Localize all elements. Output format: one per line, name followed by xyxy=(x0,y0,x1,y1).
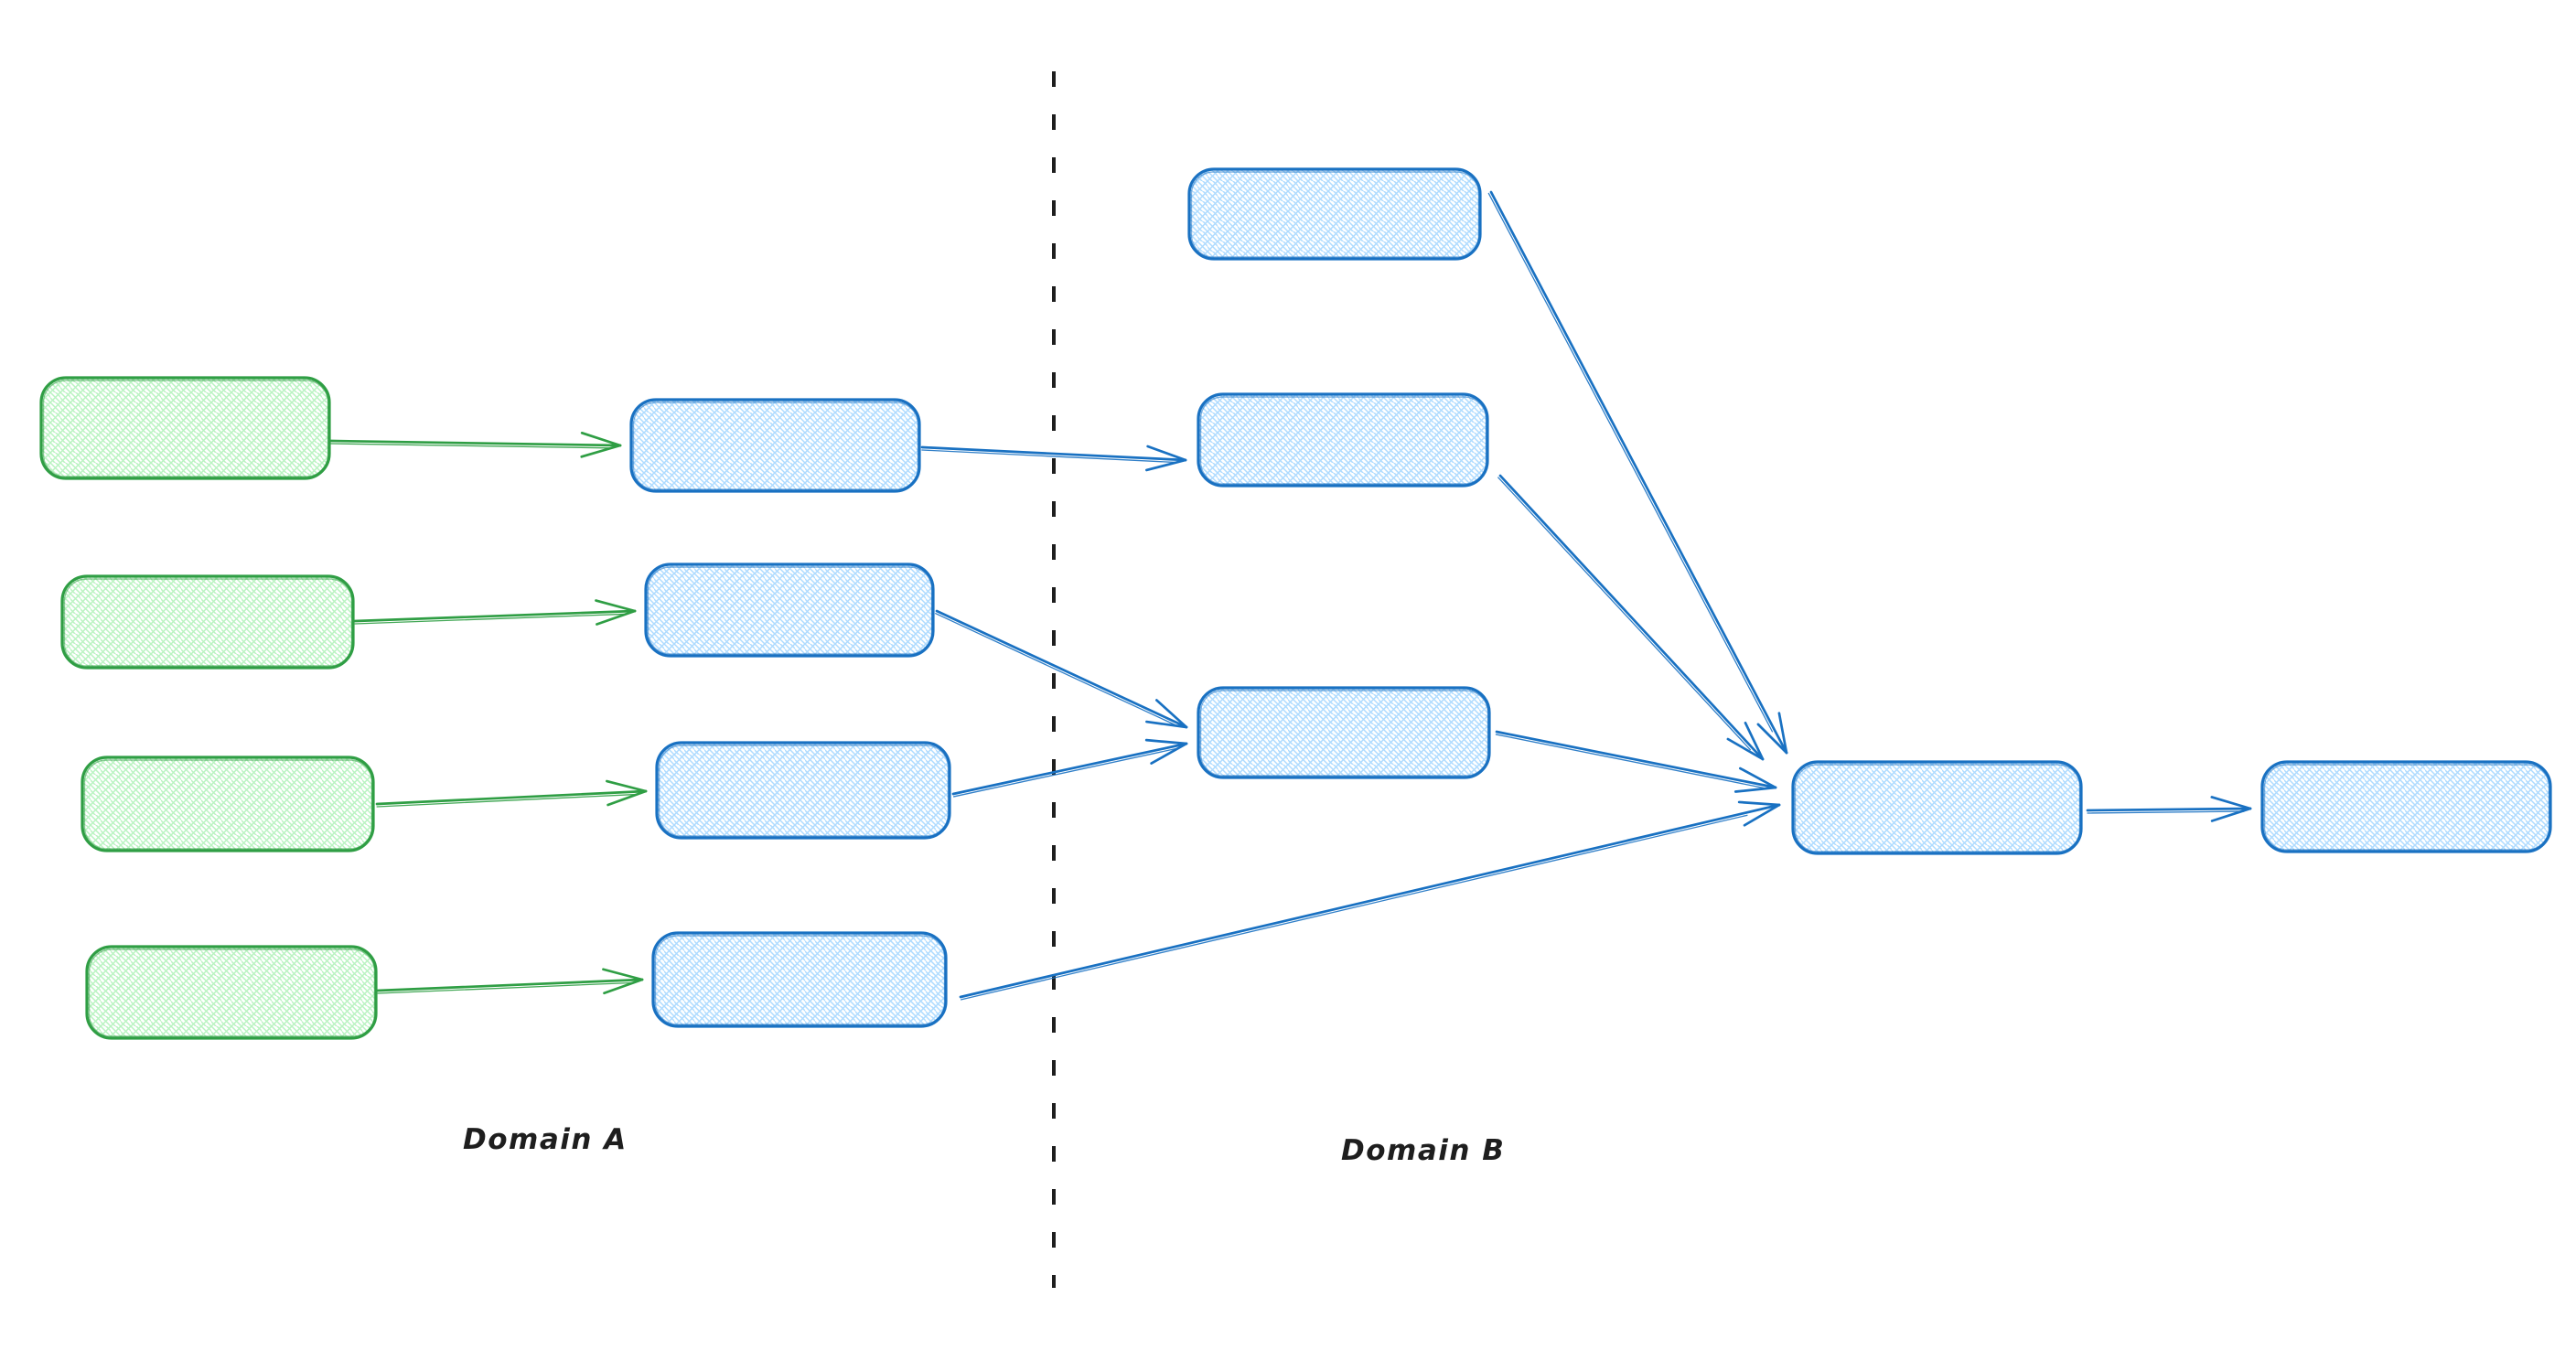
domain-a-label[interactable]: Domain A xyxy=(463,1123,628,1156)
edges-layer xyxy=(329,71,2252,1288)
node-blue-b-mid[interactable] xyxy=(1197,392,1489,488)
node-green-4[interactable] xyxy=(85,945,378,1040)
node-blue-b-output[interactable] xyxy=(2260,760,2552,853)
node-green-3[interactable] xyxy=(80,756,375,852)
arrow-blue-b-lower-to-blue-b-merge[interactable] xyxy=(1495,730,1777,793)
arrow-blue-b-merge-to-blue-b-output[interactable] xyxy=(2086,796,2252,822)
node-blue-b-merge[interactable] xyxy=(1791,760,2083,855)
node-green-2[interactable] xyxy=(60,574,355,670)
node-blue-a3[interactable] xyxy=(655,741,951,840)
arrow-green-1-to-blue-a1[interactable] xyxy=(329,431,622,458)
node-blue-b-top[interactable] xyxy=(1187,167,1482,261)
arrow-green-4-to-blue-a4[interactable] xyxy=(376,968,644,995)
node-blue-a1[interactable] xyxy=(629,398,921,493)
arrow-green-3-to-blue-a3[interactable] xyxy=(375,779,648,808)
node-green-1[interactable] xyxy=(39,376,331,480)
arrow-blue-b-top-to-blue-b-merge[interactable] xyxy=(1487,190,1788,755)
domain-b-label[interactable]: Domain B xyxy=(1341,1134,1506,1167)
node-blue-a2[interactable] xyxy=(644,563,935,658)
arrow-blue-b-mid-to-blue-b-merge[interactable] xyxy=(1497,474,1765,761)
arrow-blue-a2-to-blue-b-lower[interactable] xyxy=(935,609,1188,729)
arrow-blue-a1-to-blue-b-mid[interactable] xyxy=(920,445,1187,472)
arrow-green-2-to-blue-a2[interactable] xyxy=(353,599,637,626)
arrow-blue-a4-to-blue-b-merge[interactable] xyxy=(959,800,1781,1001)
node-blue-a4[interactable] xyxy=(651,931,948,1028)
node-blue-b-lower[interactable] xyxy=(1197,686,1491,779)
arrow-blue-a3-to-blue-b-lower[interactable] xyxy=(951,738,1188,798)
nodes-layer xyxy=(39,167,2552,1040)
